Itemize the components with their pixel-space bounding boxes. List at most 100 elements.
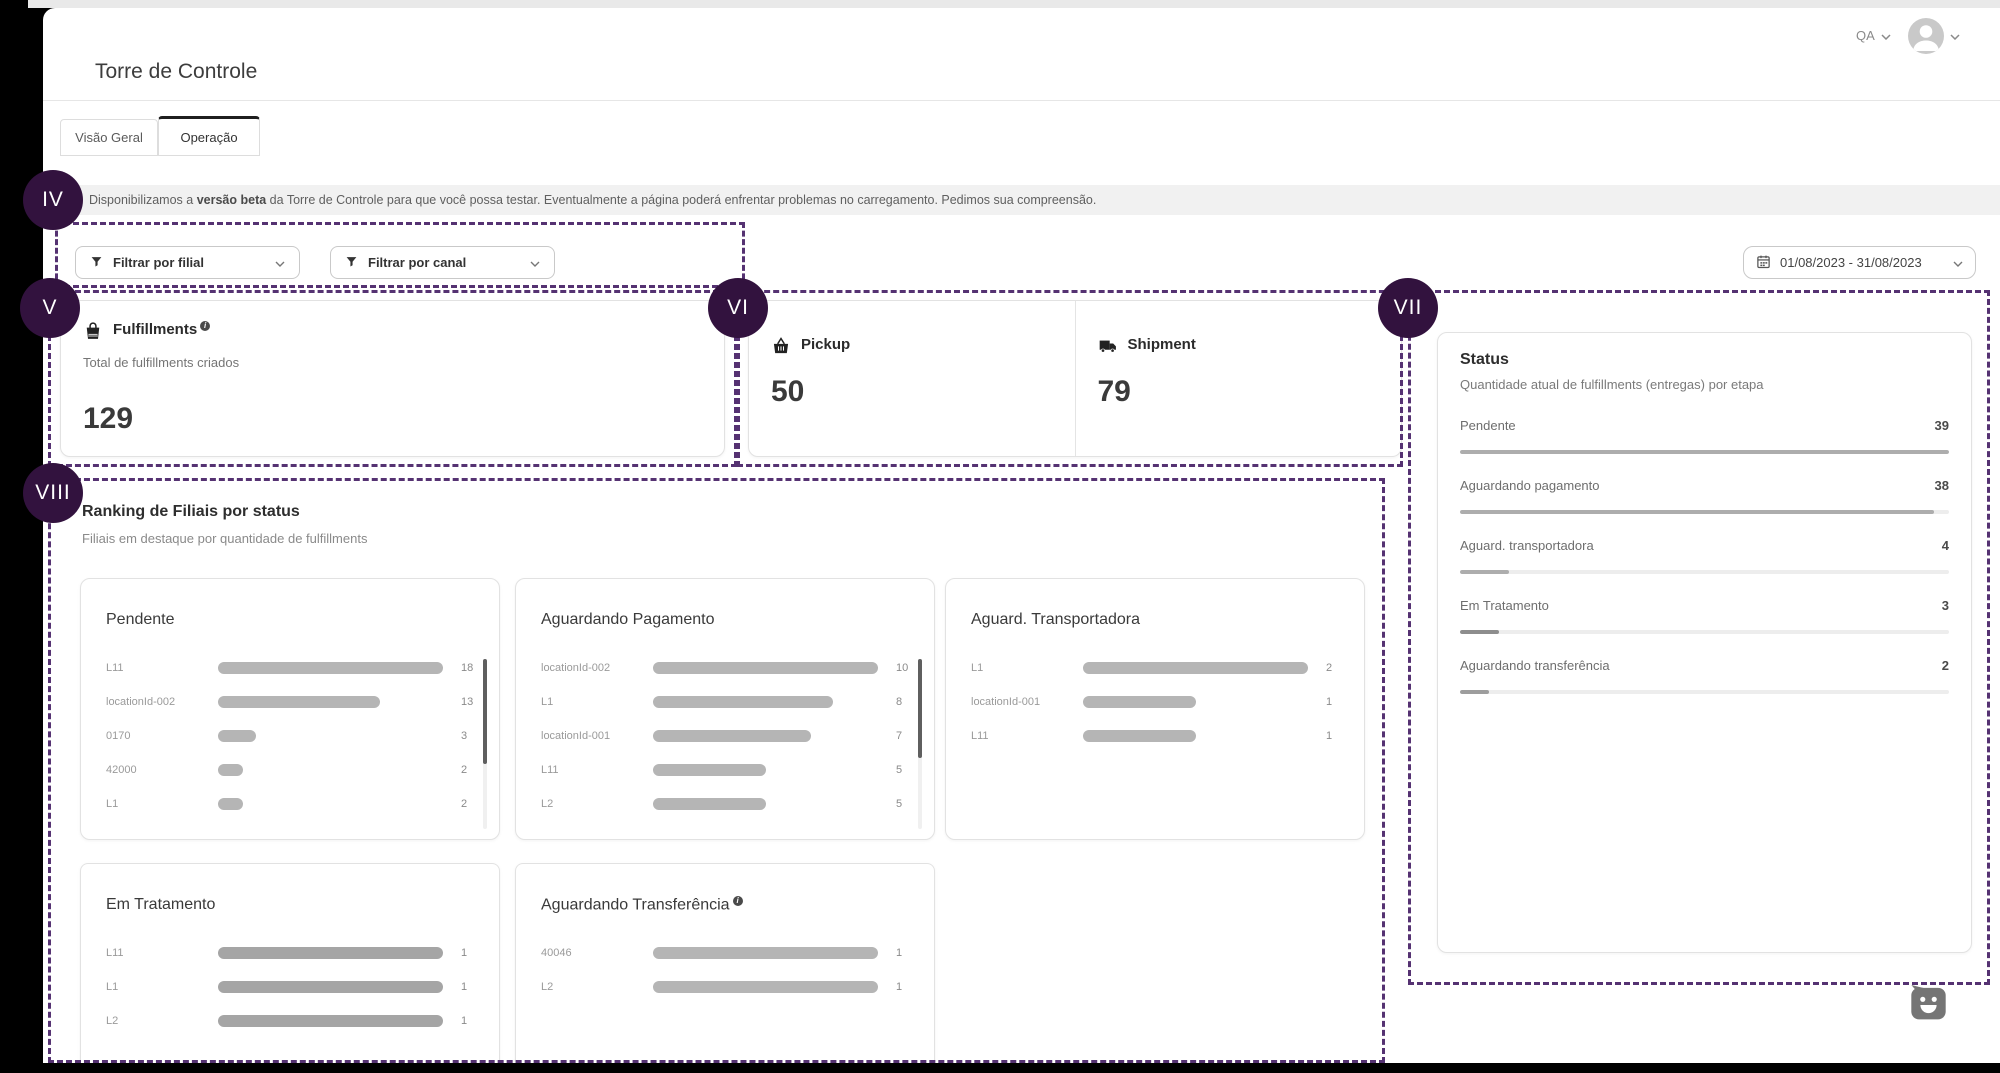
scrollbar[interactable] — [483, 659, 487, 829]
pickup-section: Pickup 50 — [749, 301, 1075, 456]
bar-value: 1 — [461, 981, 468, 993]
status-row-label: Aguardando transferência — [1460, 658, 1610, 673]
ranking-card-title: Aguard. Transportadora — [971, 611, 1140, 628]
info-icon[interactable]: i — [732, 896, 743, 906]
bar-value: 13 — [461, 696, 474, 708]
filter-branch-dropdown[interactable]: Filtrar por filial — [75, 246, 300, 279]
page-title: Torre de Controle — [95, 60, 258, 83]
bar-label: L11 — [106, 662, 124, 674]
chevron-down-icon — [530, 255, 540, 270]
bar-row: locationId-002 10 — [541, 651, 934, 685]
fulfillments-value: 129 — [83, 402, 134, 435]
bar-value: 18 — [461, 662, 474, 674]
status-row-value: 3 — [1941, 598, 1949, 613]
shipment-section: Shipment 79 — [1074, 301, 1402, 456]
annotation-badge-vi: VI — [708, 278, 768, 338]
bar-value: 1 — [461, 947, 468, 959]
environment-label: QA — [1856, 28, 1875, 43]
bar-value: 2 — [1326, 662, 1333, 674]
ranking-card-title: Pendente — [106, 611, 175, 628]
status-title: Status — [1460, 351, 1509, 368]
bar-label: L1 — [106, 981, 119, 993]
status-row-label: Em Tratamento — [1460, 598, 1549, 613]
bar — [1083, 730, 1196, 742]
bar-row: L2 1 — [541, 970, 934, 1004]
status-card: Status Quantidade atual de fulfillments … — [1437, 332, 1972, 953]
beta-banner-text: Disponibilizamos a versão beta da Torre … — [89, 193, 1097, 207]
bar-label: L2 — [541, 798, 554, 810]
chevron-down-icon — [1881, 28, 1891, 43]
bar-label: L1 — [106, 798, 119, 810]
chevron-down-icon — [1953, 255, 1963, 270]
bar-label: L2 — [541, 981, 554, 994]
bar — [218, 696, 380, 708]
calendar-icon — [1756, 254, 1771, 272]
ranking-card-title: Aguardando Pagamento — [541, 611, 715, 628]
bar — [218, 730, 257, 742]
bar — [218, 1015, 443, 1027]
bar-value: 1 — [896, 981, 903, 994]
tab-visao-geral[interactable]: Visão Geral — [60, 119, 158, 156]
pickup-value: 50 — [771, 375, 805, 408]
shopping-bag-icon — [83, 321, 103, 346]
bar-label: L1 — [971, 662, 984, 674]
progress-fill — [1460, 690, 1490, 694]
bar-value: 2 — [461, 764, 468, 776]
progress-track — [1460, 510, 1949, 514]
environment-dropdown[interactable]: QA — [1856, 28, 1891, 43]
filter-channel-label: Filtrar por canal — [368, 255, 467, 270]
progress-track — [1460, 450, 1949, 454]
bar-label: locationId-001 — [971, 696, 1041, 708]
bar — [1083, 662, 1308, 674]
bar-value: 10 — [896, 662, 909, 674]
bar — [653, 798, 766, 810]
header-divider — [43, 100, 2000, 101]
chat-widget-button[interactable] — [1905, 984, 1952, 1026]
status-row-value: 39 — [1934, 418, 1949, 433]
progress-fill — [1460, 570, 1509, 574]
bar-label: locationId-002 — [541, 662, 611, 674]
bar-value: 8 — [896, 696, 903, 708]
bar-value: 1 — [1326, 730, 1333, 742]
chevron-down-icon — [1950, 27, 1960, 45]
annotation-badge-viii: VIII — [23, 463, 83, 523]
status-row-value: 38 — [1934, 478, 1949, 493]
bar — [218, 981, 443, 993]
bar-value: 5 — [896, 764, 903, 776]
annotation-badge-v: V — [20, 278, 80, 338]
ranking-card-aguardando-pagamento: Aguardando Pagamento locationId-002 10 L1… — [515, 578, 935, 840]
bar-label: L11 — [106, 947, 124, 959]
basket-icon — [771, 336, 791, 361]
tab-label: Operação — [180, 129, 238, 145]
tab-operacao[interactable]: Operação — [158, 116, 260, 156]
bar-row: locationId-001 1 — [971, 685, 1364, 719]
status-row-value: 4 — [1941, 538, 1949, 553]
info-icon[interactable]: i — [200, 321, 211, 331]
bar-row: L11 1 — [106, 936, 499, 970]
bar — [218, 947, 443, 959]
shipment-title: Shipment — [1127, 336, 1196, 353]
bar — [653, 764, 766, 776]
bar-value: 1 — [1326, 696, 1333, 708]
progress-track — [1460, 630, 1949, 634]
date-range-picker[interactable]: 01/08/2023 - 31/08/2023 — [1743, 246, 1976, 279]
user-menu[interactable] — [1908, 18, 1960, 54]
filter-channel-dropdown[interactable]: Filtrar por canal — [330, 246, 555, 279]
scrollbar[interactable] — [918, 659, 922, 829]
